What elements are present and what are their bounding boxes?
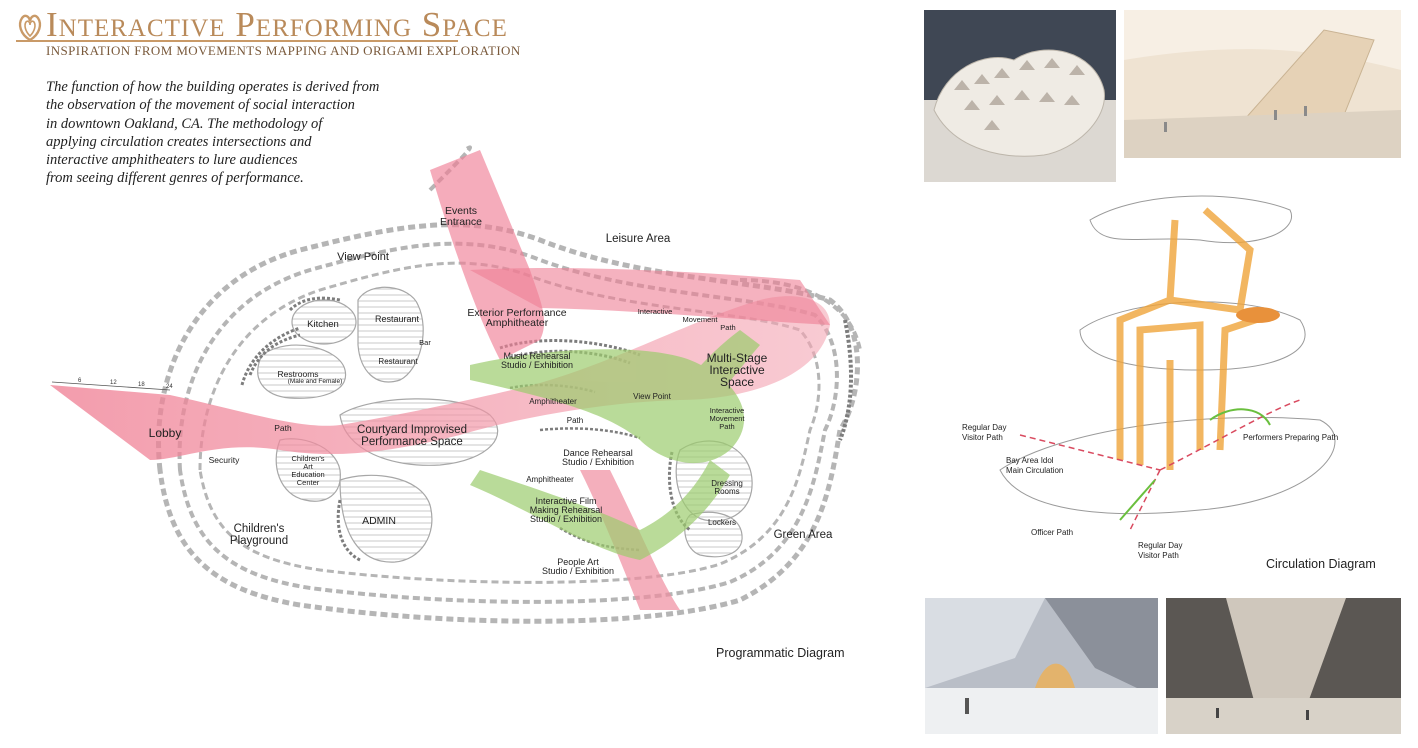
- scale-tick: 12: [110, 380, 117, 386]
- lockers-room: [684, 511, 743, 558]
- label-path: Path: [274, 423, 292, 433]
- label-multi-stage: Space: [720, 375, 754, 389]
- label-visitor-1: Visitor Path: [962, 433, 1003, 442]
- label-music: Music Rehearsal: [503, 351, 570, 361]
- label-amphitheater-2: Amphitheater: [526, 475, 574, 484]
- page-title: Interactive Performing Space: [46, 5, 508, 44]
- label-security: Security: [209, 455, 240, 465]
- label-restaurant: Restaurant: [375, 314, 420, 324]
- label-childrens-art: Art: [303, 462, 314, 471]
- intro-line: the observation of the movement of socia…: [46, 97, 355, 114]
- label-green-area: Green Area: [774, 529, 833, 541]
- green-movement-path: [470, 330, 760, 560]
- label-exterior-amph: Exterior Performance: [467, 307, 566, 319]
- circulation-caption: Circulation Diagram: [1266, 557, 1376, 571]
- scale-ticks: 6 12 18 24: [51, 378, 173, 391]
- page-subtitle: INSPIRATION FROM MOVEMENTS MAPPING AND O…: [46, 43, 521, 58]
- label-restrooms: Restrooms: [277, 369, 318, 379]
- label-officer: Officer Path: [1031, 528, 1073, 537]
- label-lockers: Lockers: [708, 518, 736, 527]
- label-dance: Studio / Exhibition: [562, 457, 634, 467]
- programmatic-caption: Programmatic Diagram: [716, 646, 845, 660]
- scale-tick: 24: [166, 384, 173, 390]
- label-events-entrance: Events: [445, 205, 477, 217]
- stage-ellipse: [1236, 307, 1280, 323]
- photo-origami-model-exterior: [924, 10, 1116, 182]
- label-admin: ADMIN: [362, 515, 396, 527]
- label-visitor-2: Visitor Path: [1138, 551, 1179, 560]
- label-interactive-path: Movement: [682, 315, 718, 324]
- label-film: Making Rehearsal: [530, 505, 603, 515]
- program-labels: Events Entrance Leisure Area View Point …: [149, 205, 833, 576]
- label-childrens-art: Children's: [291, 454, 324, 463]
- label-childrens-play: Children's: [234, 523, 285, 535]
- label-interactive-path: Path: [720, 323, 735, 332]
- label-view-point-2: View Point: [633, 392, 671, 401]
- pink-movement-path: [50, 150, 830, 610]
- label-film: Interactive Film: [535, 496, 596, 506]
- label-events-entrance: Entrance: [440, 216, 482, 228]
- label-restrooms-sub: (Male and Female): [288, 378, 343, 385]
- intro-line: from seeing different genres of performa…: [46, 170, 304, 187]
- label-view-point: View Point: [337, 251, 389, 263]
- red-visitor-paths: [1019, 399, 1301, 531]
- circulation-labels: Regular Day Visitor Path Bay Area Idol M…: [962, 423, 1338, 560]
- label-regular-day-1: Regular Day: [962, 423, 1006, 432]
- label-interactive-2: Path: [719, 422, 734, 431]
- orange-circulation: [1116, 207, 1272, 470]
- label-interactive-path: Interactive: [638, 307, 673, 316]
- label-performers: Performers Preparing Path: [1243, 433, 1338, 442]
- restaurant-room: [357, 286, 424, 383]
- label-path-mid: Path: [567, 416, 583, 425]
- label-amphitheater: Amphitheater: [529, 397, 577, 406]
- kitchen-room: [291, 299, 357, 345]
- circulation-diagram: Regular Day Visitor Path Bay Area Idol M…: [962, 195, 1338, 560]
- logo-icon: [18, 14, 42, 42]
- photo-interior-render-right: [1166, 598, 1401, 734]
- scale-tick: 18: [138, 382, 145, 388]
- label-bay-area: Main Circulation: [1006, 466, 1063, 475]
- label-bay-area: Bay Area Idol: [1006, 456, 1054, 465]
- admin-room: [339, 474, 433, 563]
- scale-tick: 6: [78, 378, 82, 384]
- programmatic-diagram: 6 12 18 24 Events Entrance Leisure Area …: [50, 145, 862, 624]
- label-restaurant-2: Restaurant: [378, 357, 418, 366]
- label-dressing: Rooms: [714, 487, 739, 496]
- intro-line: The function of how the building operate…: [46, 79, 380, 95]
- label-leisure-area: Leisure Area: [606, 233, 671, 245]
- label-people-art: People Art: [557, 557, 599, 567]
- photo-origami-model-interior: [1124, 10, 1401, 158]
- label-exterior-amph: Amphitheater: [486, 317, 549, 329]
- green-officer-paths: [1119, 408, 1271, 521]
- label-interactive-2: Interactive: [710, 406, 745, 415]
- label-kitchen: Kitchen: [307, 319, 339, 330]
- label-courtyard: Performance Space: [361, 436, 463, 448]
- intro-paragraph: The function of how the building operate…: [46, 78, 406, 188]
- label-people-art: Studio / Exhibition: [542, 566, 614, 576]
- intro-line: in downtown Oakland, CA. The methodology…: [46, 115, 323, 132]
- label-interactive-2: Movement: [709, 414, 745, 423]
- intro-line: applying circulation creates intersectio…: [46, 133, 312, 150]
- label-lobby: Lobby: [149, 426, 182, 440]
- label-bar: Bar: [419, 338, 431, 347]
- restrooms-room: [257, 344, 347, 399]
- label-multi-stage: Multi-Stage: [707, 351, 768, 365]
- label-courtyard: Courtyard Improvised: [357, 424, 467, 436]
- photo-interior-render-left: [925, 598, 1158, 734]
- label-childrens-art: Center: [297, 478, 320, 487]
- label-childrens-art: Education: [291, 470, 324, 479]
- label-multi-stage: Interactive: [709, 363, 765, 377]
- label-regular-day-2: Regular Day: [1138, 541, 1182, 550]
- label-dressing: Dressing: [711, 479, 743, 488]
- intro-line: interactive amphitheaters to lure audien…: [46, 152, 298, 169]
- label-dance: Dance Rehearsal: [563, 448, 633, 458]
- title-rule: [16, 40, 458, 42]
- label-film: Studio / Exhibition: [530, 514, 602, 524]
- label-childrens-play: Playground: [230, 535, 288, 547]
- title-row: Interactive Performing Space: [16, 5, 508, 44]
- label-music: Studio / Exhibition: [501, 360, 573, 370]
